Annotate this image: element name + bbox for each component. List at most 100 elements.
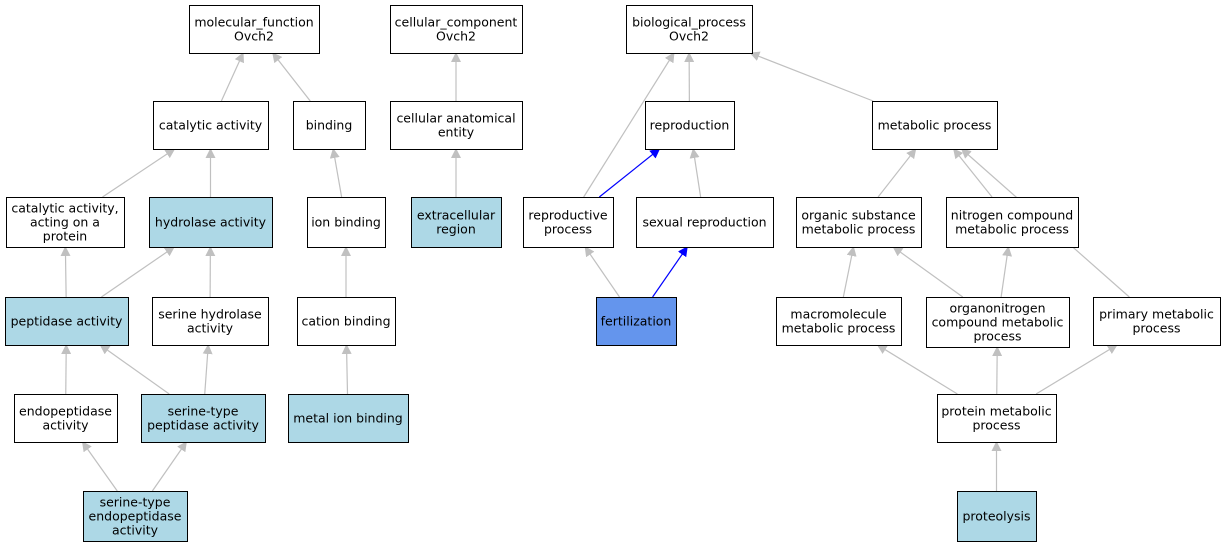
edge-serendo-to-endopep	[81, 441, 118, 492]
edges-layer	[60, 51, 1130, 492]
node-label-line: process	[972, 418, 1020, 433]
node-box	[149, 197, 273, 248]
node-label-line: metabolic process	[782, 321, 896, 336]
node-label-line: metabolic process	[955, 222, 1069, 237]
node-metabolic[interactable]: metabolic process	[872, 101, 998, 150]
node-label-line: extracellular	[417, 208, 496, 223]
edge-serpep-to-serhyd	[202, 344, 213, 395]
edge-reprocess-to-reproduction	[598, 148, 661, 198]
node-label-line: catalytic activity,	[11, 201, 118, 216]
edge-serpep-to-peptidase	[99, 344, 170, 395]
node-cation[interactable]: cation binding	[297, 297, 396, 346]
node-metalion[interactable]: metal ion binding	[288, 394, 409, 443]
node-fertilization[interactable]: fertilization	[596, 297, 677, 346]
node-sexrepro[interactable]: sexual reproduction	[636, 197, 774, 248]
edge-protmet-to-macromol	[876, 344, 958, 395]
node-binding[interactable]: binding	[293, 101, 366, 150]
node-label-line: compound metabolic	[932, 315, 1064, 330]
edge-organonitro-to-nitrogen	[1000, 246, 1013, 298]
node-box	[796, 197, 922, 248]
node-label-line: acting on a	[30, 215, 100, 230]
node-label-line: hydrolase activity	[155, 215, 267, 230]
node-label-line: proteolysis	[962, 509, 1030, 524]
node-label-line: cellular anatomical	[396, 111, 515, 126]
node-label-line: protein	[43, 229, 87, 244]
node-label-line: reproductive	[528, 208, 608, 223]
node-box	[872, 101, 998, 150]
node-reproduction[interactable]: reproduction	[645, 101, 735, 150]
node-box	[14, 394, 118, 443]
node-label-line: process	[544, 222, 592, 237]
node-box	[288, 394, 409, 443]
node-ionbinding[interactable]: ion binding	[307, 197, 386, 248]
node-box	[83, 491, 188, 542]
node-box	[293, 101, 366, 150]
edge-sexrepro-to-reproduction	[689, 148, 702, 198]
edge-fertilization-to-sexrepro	[652, 246, 688, 298]
node-box	[626, 5, 753, 54]
node-box	[153, 101, 269, 150]
node-box	[5, 297, 129, 346]
node-label-line: metal ion binding	[293, 411, 403, 426]
node-box	[1093, 297, 1221, 346]
node-label-line: serine-type	[100, 495, 171, 510]
edge-serendo-to-serpep	[151, 441, 187, 492]
node-label-line: primary metabolic	[1099, 307, 1214, 322]
node-label-line: activity	[187, 321, 234, 336]
node-box	[390, 5, 523, 54]
node-label-line: organic substance	[801, 208, 916, 223]
edge-metalion-to-cation	[341, 344, 352, 395]
node-label-line: activity	[42, 418, 89, 433]
node-box	[523, 197, 614, 248]
node-box	[297, 297, 396, 346]
node-label-line: reproduction	[650, 118, 730, 133]
edge-orgsub-to-metabolic	[877, 148, 917, 198]
node-label-line: metabolic process	[802, 222, 916, 237]
node-label-line: Ovch2	[234, 29, 274, 44]
node-proteolysis[interactable]: proteolysis	[957, 491, 1037, 542]
node-peptidase[interactable]: peptidase activity	[5, 297, 129, 346]
node-box	[307, 197, 386, 248]
node-label-line: organonitrogen	[949, 301, 1045, 316]
node-label-line: Ovch2	[669, 29, 709, 44]
node-box	[596, 297, 677, 346]
node-label-line: binding	[306, 118, 353, 133]
node-label-line: serine-type	[168, 404, 239, 419]
node-label-line: fertilization	[601, 314, 672, 329]
edge-reprocess-to-bp	[583, 52, 675, 198]
node-label-line: process	[973, 329, 1021, 344]
node-box	[645, 101, 735, 150]
node-hydrolase[interactable]: hydrolase activity	[149, 197, 273, 248]
node-box	[141, 394, 266, 443]
node-label-line: macromolecule	[790, 307, 886, 322]
node-label-line: region	[436, 222, 476, 237]
node-label-line: peptidase activity	[11, 314, 123, 329]
node-box	[636, 197, 774, 248]
node-box	[946, 197, 1079, 248]
node-label-line: endopeptidase	[19, 404, 112, 419]
edge-protmet-to-primary	[1035, 344, 1118, 395]
node-box	[937, 394, 1057, 443]
node-label-line: Ovch2	[436, 29, 476, 44]
edge-peptidase-to-hydrolase	[101, 246, 175, 298]
edge-endopep-to-peptidase	[61, 344, 72, 395]
node-catalytic[interactable]: catalytic activity	[153, 101, 269, 150]
